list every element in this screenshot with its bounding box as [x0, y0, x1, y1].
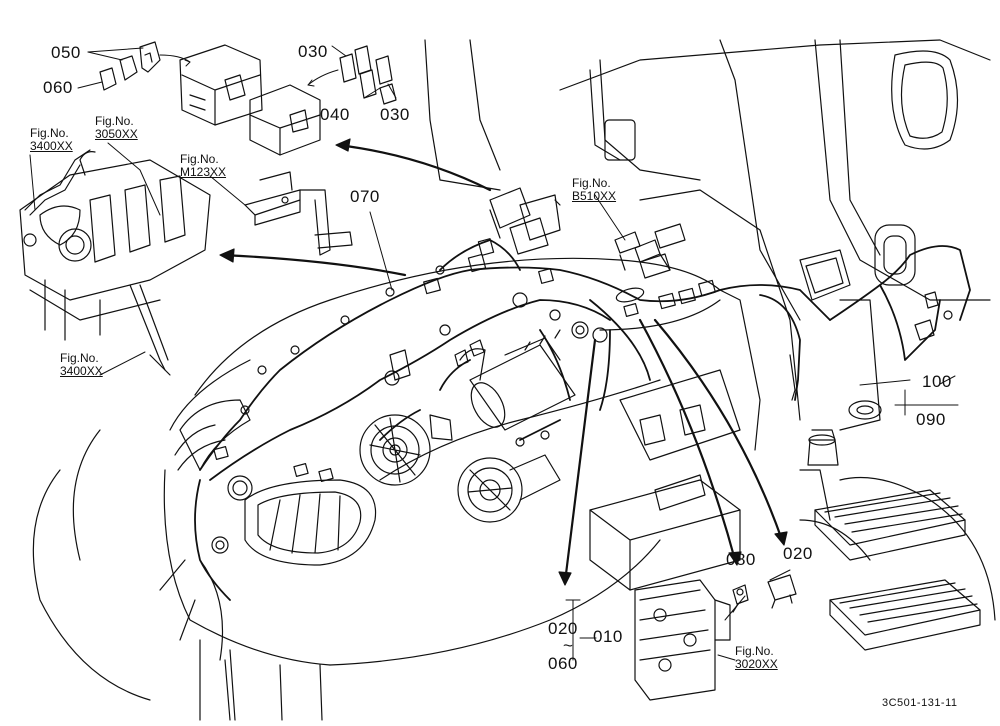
fig-ref-3020xx: Fig.No. 3020XX	[735, 645, 778, 671]
cab-steps	[799, 469, 981, 651]
label-040: 040	[320, 105, 350, 124]
door-handle	[874, 224, 916, 286]
fig-ref-number: 3020XX	[735, 657, 778, 671]
label-010: 010	[593, 627, 623, 646]
fig-ref-m123xx: Fig.No. M123XX	[180, 153, 226, 179]
fig-ref-caption: Fig.No.	[60, 351, 99, 365]
glow-plug-bracket	[23, 149, 91, 247]
fig-ref-number: 3050XX	[95, 127, 138, 141]
relay-bracket	[244, 171, 353, 256]
fig-ref-caption: Fig.No.	[735, 644, 774, 658]
transmission-housing	[634, 579, 731, 701]
fuse-pieces-030-040	[339, 45, 397, 105]
fuel-filter	[807, 429, 839, 466]
label-060: 060	[43, 78, 73, 97]
alternator	[359, 414, 453, 486]
label-090: 090	[916, 410, 946, 429]
lower-tank	[589, 369, 741, 591]
tires	[32, 429, 996, 721]
work-lamp	[799, 249, 851, 301]
fig-ref-caption: Fig.No.	[180, 152, 219, 166]
leader-lines	[29, 45, 959, 661]
main-harness	[194, 239, 971, 601]
arrow-heads	[219, 138, 788, 586]
hood	[159, 257, 721, 721]
connector-group-b510	[614, 223, 686, 279]
fig-ref-3400xx-top: Fig.No. 3400XX	[30, 127, 73, 153]
label-020-right: 020	[783, 544, 813, 563]
drawing-code: 3C501-131-11	[882, 697, 958, 709]
fig-ref-3050xx: Fig.No. 3050XX	[95, 115, 138, 141]
fig-ref-3400xx-bottom: Fig.No. 3400XX	[60, 352, 103, 378]
label-tilde: ~	[563, 636, 574, 655]
starter-motor	[459, 329, 576, 431]
mirror	[891, 50, 959, 150]
switch-020	[767, 574, 797, 609]
fig-ref-caption: Fig.No.	[95, 114, 134, 128]
fuse-pointer-arrows	[159, 54, 339, 87]
engine-head	[19, 151, 211, 376]
label-020-bottom: 020	[548, 619, 578, 638]
fig-ref-number: M123XX	[180, 165, 227, 179]
callout-bracket	[565, 389, 906, 661]
fuse-box-large	[179, 44, 263, 126]
fig-ref-caption: Fig.No.	[572, 176, 611, 190]
label-050: 050	[51, 43, 81, 62]
label-030-right: 030	[380, 105, 410, 124]
fig-ref-b510xx: Fig.No. B510XX	[572, 177, 616, 203]
headlight	[211, 475, 377, 566]
fig-ref-caption: Fig.No.	[30, 126, 69, 140]
label-030-top: 030	[298, 42, 328, 61]
label-080: 080	[726, 550, 756, 569]
cabin-outline	[424, 39, 991, 451]
fig-ref-number: B510XX	[572, 189, 617, 203]
callout-arrows	[220, 143, 784, 584]
fig-ref-number: 3400XX	[60, 364, 103, 378]
label-100: 100	[922, 372, 952, 391]
fuse-pieces-050-060	[99, 41, 161, 91]
ac-compressor	[457, 454, 561, 523]
label-060-bottom: 060	[548, 654, 578, 673]
relay-box	[249, 84, 321, 156]
label-070: 070	[350, 187, 380, 206]
harness-connectors	[213, 238, 953, 482]
fig-ref-number: 3400XX	[30, 139, 73, 153]
relay-cluster	[489, 187, 561, 255]
